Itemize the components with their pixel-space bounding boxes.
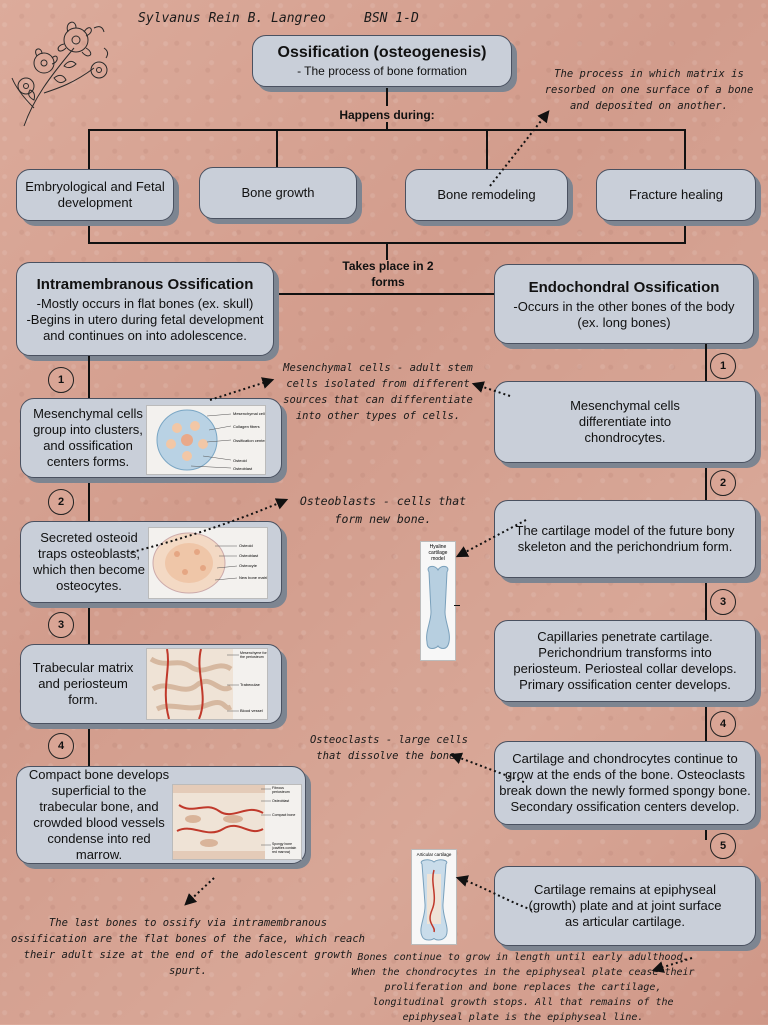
svg-text:Osteoid: Osteoid <box>233 458 247 463</box>
endochondral-desc: -Occurs in the other bones of the body (… <box>513 299 735 330</box>
intra-step-number: 4 <box>48 733 74 759</box>
svg-text:Osteoblast: Osteoblast <box>239 553 259 558</box>
intra-step-2-text: Secreted osteoid traps osteoblasts, whic… <box>32 530 145 593</box>
svg-text:Compact bone: Compact bone <box>272 813 295 817</box>
osteoclasts-note: Osteoclasts - large cells that dissolve … <box>309 734 469 762</box>
occasion-bone-remodeling: Bone remodeling <box>405 169 568 221</box>
mesenchymal-arrow-left <box>209 377 275 401</box>
svg-text:Osteoblast: Osteoblast <box>233 466 253 471</box>
articular-cartilage-image: Articular cartilage <box>411 849 457 945</box>
svg-text:red marrow): red marrow) <box>272 850 290 854</box>
svg-text:the periosteum: the periosteum <box>240 655 264 659</box>
intramembranous-title: Intramembranous Ossification <box>36 276 254 293</box>
endo-step-number: 5 <box>710 833 736 859</box>
intramembranous-box: Intramembranous Ossification -Mostly occ… <box>16 262 274 356</box>
thumb-label: Mesenchymal cells <box>233 411 265 416</box>
svg-text:Articular cartilage: Articular cartilage <box>417 852 452 857</box>
svg-text:(cavities contain: (cavities contain <box>272 846 296 850</box>
intra-step-number: 1 <box>48 367 74 393</box>
svg-text:Ossification center: Ossification center <box>233 438 265 443</box>
endo-step-4: Cartilage and chondrocytes continue to g… <box>494 741 756 825</box>
course-label: BSN 1-D <box>364 11 419 26</box>
mesenchymal-cluster-image: Mesenchymal cells Collagen fibers Ossifi… <box>146 405 266 475</box>
happens-during-label: Happens during: <box>339 108 435 122</box>
svg-text:Trabeculae: Trabeculae <box>240 682 261 687</box>
endo-step-number: 3 <box>710 589 736 615</box>
forms-label: Takes place in 2 forms <box>342 259 434 289</box>
endo-step-2: The cartilage model of the future bony s… <box>494 500 756 578</box>
connector-line <box>88 129 685 131</box>
endo-step-number: 1 <box>710 353 736 379</box>
intra-final-note: The last bones to ossify via intramembra… <box>10 917 365 977</box>
svg-text:cartilage: cartilage <box>429 550 448 556</box>
svg-text:Collagen fibers: Collagen fibers <box>233 424 260 429</box>
intra-step-1-text: Mesenchymal cells group into clusters, a… <box>33 406 143 469</box>
page-title: Ossification (osteogenesis) <box>277 44 487 61</box>
intra-step-4-text: Compact bone develops superficial to the… <box>28 767 170 862</box>
connector-line <box>386 122 388 130</box>
svg-text:Blood vessel: Blood vessel <box>240 708 263 713</box>
endo-final-note: Bones continue to grow in length until e… <box>351 952 695 1023</box>
endo-step-3: Capillaries penetrate cartilage. Pericho… <box>494 620 756 702</box>
osteoid-image: Osteoid Osteoblast Osteocyte New bone ma… <box>148 527 268 599</box>
svg-text:Osteoblast: Osteoblast <box>272 799 289 803</box>
hyaline-cartilage-image: Hyaline cartilage model <box>420 541 456 661</box>
hyaline-label: Hyaline <box>430 544 447 550</box>
connector-line <box>386 242 388 260</box>
trabecular-image: Mesenchyme forms the periosteum Trabecul… <box>146 648 268 720</box>
remodeling-note: The process in which matrix is resorbed … <box>544 68 754 112</box>
connector-line <box>270 293 500 295</box>
svg-text:Mesenchyme forms: Mesenchyme forms <box>240 651 267 655</box>
connector-line <box>486 129 488 169</box>
svg-text:Fibrous: Fibrous <box>272 786 284 790</box>
intra-step-number: 2 <box>48 489 74 515</box>
svg-text:Osteoid: Osteoid <box>239 543 253 548</box>
svg-text:Spongy bone: Spongy bone <box>272 842 292 846</box>
endo-step-5: Cartilage remains at epiphyseal (growth)… <box>494 866 756 946</box>
endo-flow-line <box>705 344 707 840</box>
svg-text:Osteocyte: Osteocyte <box>239 563 258 568</box>
svg-text:model: model <box>431 556 445 562</box>
author-name: Sylvanus Rein B. Langreo <box>138 11 326 26</box>
connector-line <box>386 88 388 106</box>
page-subtitle: - The process of bone formation <box>297 64 467 78</box>
connector-line <box>454 605 460 606</box>
endochondral-title: Endochondral Ossification <box>528 279 720 296</box>
occasion-bone-growth: Bone growth <box>199 167 357 219</box>
occasion-fracture-healing: Fracture healing <box>596 169 756 221</box>
endochondral-box: Endochondral Ossification -Occurs in the… <box>494 264 754 344</box>
intra-final-arrow <box>184 877 215 906</box>
occasion-embryological: Embryological and Fetal development <box>16 169 174 221</box>
intra-step-number: 3 <box>48 612 74 638</box>
title-box: Ossification (osteogenesis) - The proces… <box>252 35 512 87</box>
intramembranous-desc: -Mostly occurs in flat bones (ex. skull)… <box>26 296 264 343</box>
osteoblasts-note: Osteoblasts - cells that form new bone. <box>299 494 467 526</box>
svg-text:New bone matrix: New bone matrix <box>239 575 267 580</box>
compact-bone-image: Fibrous periosteum Osteoblast Compact bo… <box>172 784 302 860</box>
endo-step-1: Mesenchymal cells differentiate into cho… <box>494 381 756 463</box>
mesenchymal-note: Mesenchymal cells - adult stem cells iso… <box>283 362 473 422</box>
endo-step-number: 2 <box>710 470 736 496</box>
svg-text:periosteum: periosteum <box>272 790 290 794</box>
flower-decoration-icon <box>11 21 109 127</box>
endo-step-number: 4 <box>710 711 736 737</box>
intra-step-3-text: Trabecular matrix and periosteum form. <box>32 660 134 707</box>
connector-line <box>276 129 278 169</box>
